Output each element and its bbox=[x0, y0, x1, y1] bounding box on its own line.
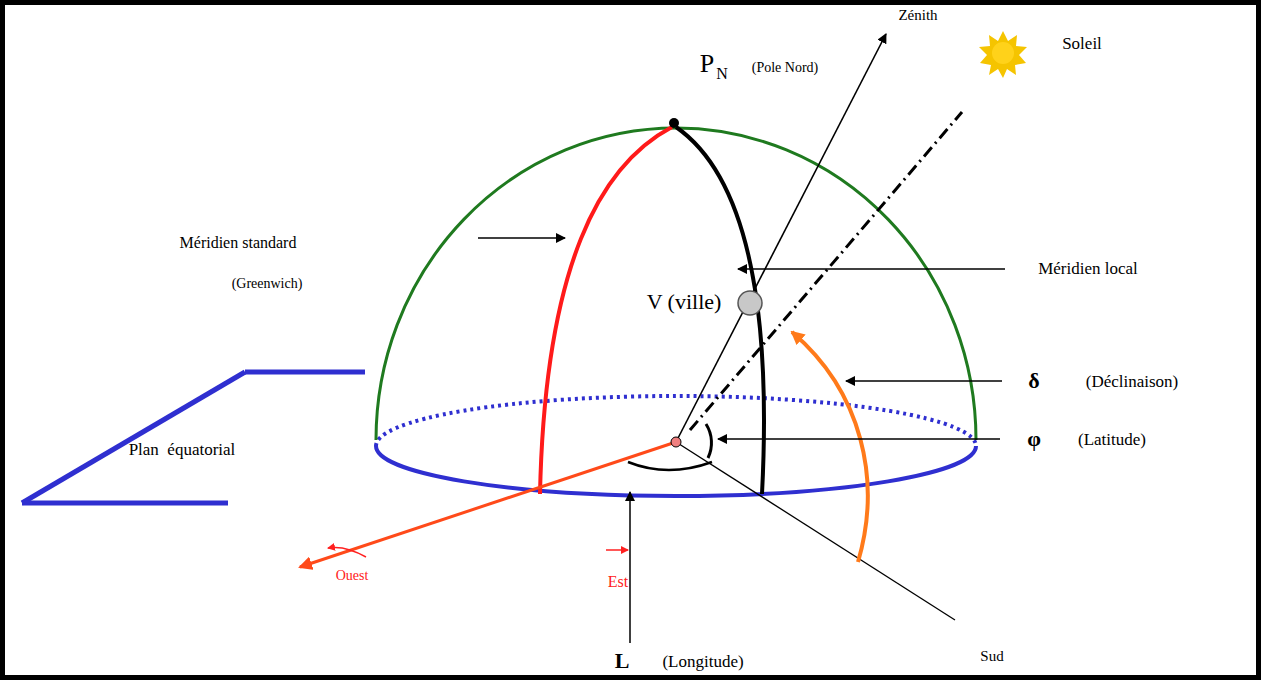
angle-label: (Latitude) bbox=[1078, 431, 1146, 450]
pole-subscript: N bbox=[716, 65, 728, 83]
plane-label: Plan équatorial bbox=[129, 441, 236, 460]
angle-symbol: L bbox=[615, 649, 630, 673]
direction-label: Sud bbox=[980, 648, 1003, 665]
angle-symbol: δ bbox=[1028, 369, 1039, 393]
sun-label: Soleil bbox=[1062, 35, 1102, 54]
zenith-label: Zénith bbox=[898, 7, 937, 24]
angle-label: (Longitude) bbox=[662, 653, 743, 672]
meridian-label: Méridien local bbox=[1038, 260, 1138, 279]
angle-symbol: φ bbox=[1027, 427, 1041, 451]
direction-label: Est bbox=[608, 573, 628, 591]
meridian-note: (Greenwich) bbox=[232, 276, 303, 291]
pole-note: (Pole Nord) bbox=[752, 60, 819, 75]
city-label: V (ville) bbox=[647, 290, 722, 314]
direction-label: Ouest bbox=[336, 568, 369, 583]
pole-letter: P bbox=[700, 50, 714, 79]
meridian-label: Méridien standard bbox=[180, 234, 297, 252]
angle-label: (Déclinaison) bbox=[1086, 373, 1179, 392]
